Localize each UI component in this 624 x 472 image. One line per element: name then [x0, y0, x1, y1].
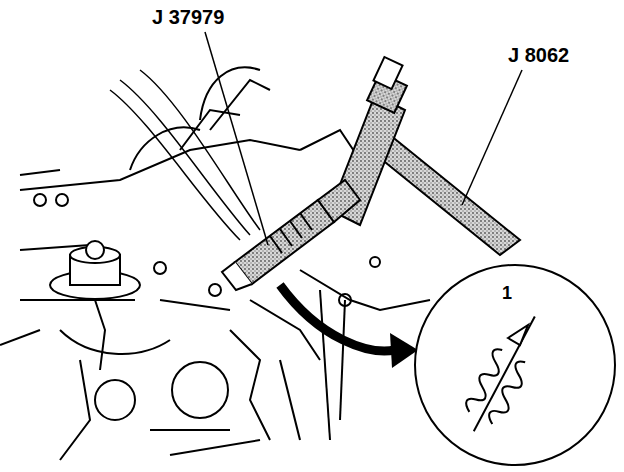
engine-block	[300, 270, 430, 310]
pointer-arrow	[390, 333, 418, 368]
j-37979-tool	[318, 180, 360, 222]
engine-block	[20, 170, 60, 175]
engine-block	[200, 67, 260, 120]
j-37979-tool	[222, 262, 252, 290]
cable-lines	[110, 90, 240, 240]
engine-block	[160, 300, 230, 310]
pointer-arrow	[280, 285, 418, 368]
cable-lines	[120, 80, 250, 235]
j-8062-tool	[370, 135, 520, 255]
cable-lines	[110, 70, 260, 240]
valve-spring	[50, 241, 140, 370]
j-8062-tool	[330, 57, 520, 255]
engine-block	[250, 300, 320, 360]
detail-inset	[415, 265, 615, 465]
engine-block	[60, 330, 170, 354]
engine-block	[95, 380, 135, 420]
engine-block	[209, 284, 221, 296]
callout-label: 1	[500, 284, 514, 304]
engine-block	[34, 194, 46, 206]
engine-block	[150, 429, 230, 431]
engine-block	[210, 80, 270, 130]
detail-inset	[508, 325, 528, 345]
cable-lines	[140, 70, 260, 230]
engine-block	[0, 330, 40, 345]
detail-inset	[463, 347, 509, 416]
engine-block	[60, 360, 90, 460]
engine-block	[340, 300, 345, 420]
j-37979-tool	[270, 213, 312, 253]
j-37979-tool	[222, 180, 360, 290]
callout-label: J 8062	[506, 44, 571, 66]
j-8062-tool	[373, 57, 402, 89]
engine-block	[56, 194, 68, 206]
valve-spring	[95, 300, 105, 370]
engine-block	[320, 290, 330, 440]
engine-block	[170, 440, 260, 455]
engine-block	[280, 360, 300, 440]
leader-lines	[205, 32, 268, 245]
detail-inset	[415, 265, 615, 465]
pointer-arrow	[280, 285, 395, 351]
engine-block	[20, 140, 300, 190]
detail-inset	[474, 316, 535, 431]
detail-inset	[456, 307, 553, 441]
engine-block	[0, 67, 430, 460]
engine-block	[370, 257, 380, 267]
engine-block	[339, 294, 351, 306]
detail-inset	[486, 359, 532, 428]
j-37979-tool	[235, 200, 334, 284]
engine-block	[154, 262, 166, 274]
leader-lines	[462, 70, 522, 205]
valve-spring	[86, 241, 104, 259]
engine-block	[230, 330, 270, 440]
engine-block	[172, 362, 228, 418]
callout-label: J 37979	[150, 6, 226, 28]
